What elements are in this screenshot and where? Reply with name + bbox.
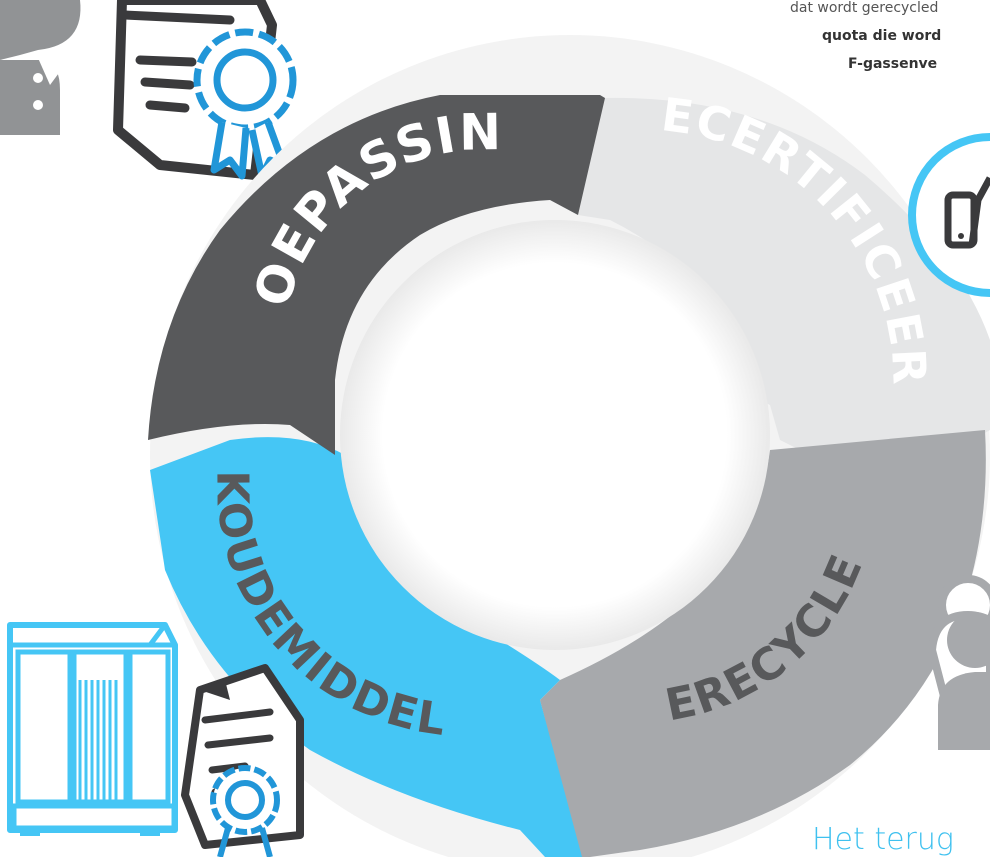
side-text-line1: dat wordt gerecycled [790,0,939,16]
certificate-icon [113,0,297,180]
side-text-line3: F-gassenve [848,56,938,72]
people-icon [927,575,990,750]
bottom-heading: Het terug [812,822,954,857]
side-text-line2: quota die word [822,28,942,44]
cycle-center [340,220,770,650]
phone-icon [908,133,990,297]
person-icon [0,0,81,135]
segment-gecertificeerd [578,97,990,477]
outdoor-unit-icon [7,622,178,836]
segment-gerecycled [540,430,986,857]
segment-koudemiddel [150,437,582,857]
segment-toepassing [148,95,605,455]
certificate-icon-small [181,664,304,857]
